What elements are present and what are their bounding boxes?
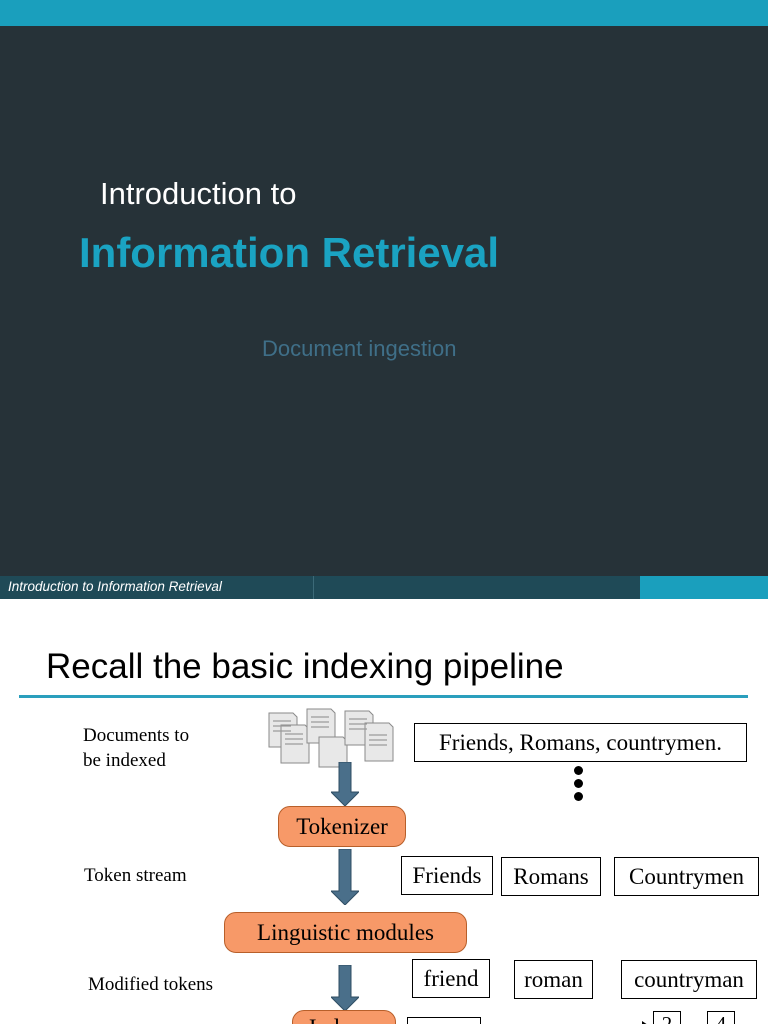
modified-token-box: friend xyxy=(412,959,490,998)
indexer-box: Indexer xyxy=(292,1010,396,1024)
token-box: Romans xyxy=(501,857,601,896)
label-documents: Documents to be indexed xyxy=(83,725,190,771)
slide-title: Information Retrieval xyxy=(79,229,500,276)
title-rule xyxy=(19,695,748,698)
modified-token-box: countryman xyxy=(621,960,757,999)
index-posting-box: 4 xyxy=(707,1011,735,1024)
top-accent-bar xyxy=(0,0,768,26)
documents-icon xyxy=(268,708,394,768)
index-box xyxy=(407,1017,481,1024)
right-arrow-icon xyxy=(642,1021,647,1024)
index-posting-box: 2 xyxy=(653,1011,681,1024)
down-arrow-icon xyxy=(331,965,359,1011)
document-text-box: Friends, Romans, countrymen. xyxy=(414,723,747,762)
tokenizer-box: Tokenizer xyxy=(278,806,406,847)
down-arrow-icon xyxy=(331,762,359,806)
slide-footer: Introduction to Information Retrieval xyxy=(0,576,768,599)
down-arrow-icon xyxy=(331,849,359,905)
pipeline-slide: Recall the basic indexing pipeline Docum… xyxy=(0,599,768,1024)
linguistic-modules-box: Linguistic modules xyxy=(224,912,467,953)
footer-text: Introduction to Information Retrieval xyxy=(8,579,222,594)
token-box: Friends xyxy=(401,856,493,895)
modified-token-box: roman xyxy=(514,960,593,999)
footer-accent-bar xyxy=(640,576,768,599)
slide-subtitle: Document ingestion xyxy=(262,336,457,361)
token-box: Countrymen xyxy=(614,857,759,896)
label-modified-tokens: Modified tokens xyxy=(88,974,214,995)
title-slide: Introduction to Information Retrieval Do… xyxy=(0,0,768,599)
footer-divider xyxy=(313,576,314,599)
slide-title: Recall the basic indexing pipeline xyxy=(46,647,564,686)
slide-intro-text: Introduction to xyxy=(100,176,297,211)
label-token-stream: Token stream xyxy=(84,865,187,886)
